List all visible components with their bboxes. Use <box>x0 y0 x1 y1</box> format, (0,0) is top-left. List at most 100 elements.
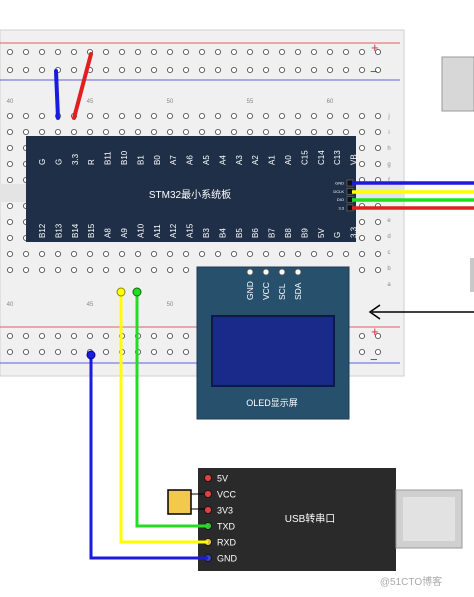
breadboard-hole <box>54 128 62 136</box>
breadboard-hole <box>182 112 190 120</box>
breadboard-hole <box>150 250 158 258</box>
usb-pin-dot <box>204 474 212 482</box>
breadboard-hole <box>262 128 270 136</box>
breadboard-hole <box>374 218 382 226</box>
stm32-pin-label: G <box>54 159 63 165</box>
stm32-pin-label: B4 <box>218 228 227 238</box>
edge-letter: g <box>387 162 390 168</box>
breadboard-hole <box>342 66 350 74</box>
arrow-indicator <box>368 304 474 320</box>
usb-title: USB转串口 <box>285 512 336 525</box>
breadboard-hole <box>214 128 222 136</box>
stm32-pin-label: B5 <box>235 228 244 238</box>
breadboard-hole <box>230 66 238 74</box>
breadboard-hole <box>374 144 382 152</box>
oled-pin-hole <box>278 268 286 276</box>
breadboard-hole <box>134 128 142 136</box>
breadboard-hole <box>6 66 14 74</box>
stm32-pin-label: C14 <box>317 150 326 165</box>
arrow-head <box>368 304 381 320</box>
breadboard-hole <box>342 112 350 120</box>
breadboard-hole <box>118 128 126 136</box>
breadboard-hole <box>374 250 382 258</box>
breadboard-hole <box>86 112 94 120</box>
breadboard-hole <box>294 66 302 74</box>
stm32-pin-label: A0 <box>284 155 293 165</box>
breadboard-hole <box>22 250 30 258</box>
breadboard-hole <box>262 112 270 120</box>
breadboard-hole <box>326 112 334 120</box>
breadboard-hole <box>70 128 78 136</box>
rail-plus-bottom: + <box>371 324 379 339</box>
breadboard-hole <box>182 66 190 74</box>
breadboard-hole <box>6 128 14 136</box>
breadboard-hole <box>326 250 334 258</box>
rail-minus-bottom: − <box>370 352 378 367</box>
breadboard-hole <box>150 112 158 120</box>
stm32-pin-label: A12 <box>169 223 178 238</box>
breadboard-hole <box>38 266 46 274</box>
row-number-top: 50 <box>167 99 174 105</box>
breadboard-hole <box>6 348 14 356</box>
connector-edge-right <box>470 258 474 292</box>
breadboard-hole <box>6 48 14 56</box>
breadboard-hole <box>310 48 318 56</box>
breadboard-hole <box>86 332 94 340</box>
usb-pin-label: 3V3 <box>217 506 233 516</box>
breadboard-hole <box>166 128 174 136</box>
stm32-pin-label: B7 <box>268 228 277 238</box>
breadboard-hole <box>230 112 238 120</box>
breadboard-hole <box>70 66 78 74</box>
breadboard-hole <box>70 332 78 340</box>
stm32-pin-label: B0 <box>153 155 162 165</box>
stm32-title: STM32最小系统板 <box>149 188 231 201</box>
breadboard-hole <box>6 202 14 210</box>
breadboard-hole <box>102 48 110 56</box>
breadboard-hole <box>118 266 126 274</box>
breadboard-hole <box>70 250 78 258</box>
breadboard-hole <box>358 144 366 152</box>
breadboard-hole <box>262 66 270 74</box>
stm32-side-pin-label: GND <box>335 181 344 186</box>
breadboard-hole <box>278 128 286 136</box>
breadboard-hole <box>182 332 190 340</box>
breadboard-hole <box>214 112 222 120</box>
breadboard-hole <box>102 332 110 340</box>
edge-letter: e <box>387 218 391 224</box>
wire-blue-jumper <box>54 69 60 120</box>
stm32-pin-label: A15 <box>186 223 195 238</box>
breadboard-hole <box>6 266 14 274</box>
stm32-pin-label: B6 <box>251 228 260 238</box>
stm32-pin-label: R <box>87 159 96 165</box>
breadboard-hole <box>214 250 222 258</box>
row-number-top: 60 <box>327 99 334 105</box>
breadboard-hole <box>22 128 30 136</box>
breadboard-hole <box>6 218 14 226</box>
breadboard-hole <box>70 348 78 356</box>
breadboard-hole <box>118 48 126 56</box>
breadboard-hole <box>70 266 78 274</box>
breadboard-hole <box>198 250 206 258</box>
breadboard-hole <box>70 48 78 56</box>
breadboard-hole <box>198 48 206 56</box>
stm32-pin-label: A6 <box>186 155 195 165</box>
breadboard-hole <box>182 266 190 274</box>
wire-green-end <box>132 287 142 297</box>
breadboard-hole <box>166 266 174 274</box>
breadboard-hole <box>294 250 302 258</box>
breadboard-hole <box>310 66 318 74</box>
usb-pin-label: GND <box>217 554 238 564</box>
breadboard-hole <box>374 348 382 356</box>
breadboard-hole <box>6 234 14 242</box>
stm32-pin-label: 3.3 <box>71 153 80 165</box>
breadboard-hole <box>6 250 14 258</box>
breadboard-hole <box>198 112 206 120</box>
stm32-pin-label: VB <box>350 154 359 165</box>
stm32-pin-label: A2 <box>251 155 260 165</box>
breadboard-hole <box>54 48 62 56</box>
breadboard-hole <box>358 48 366 56</box>
stm32-pin-label: G <box>333 232 342 238</box>
